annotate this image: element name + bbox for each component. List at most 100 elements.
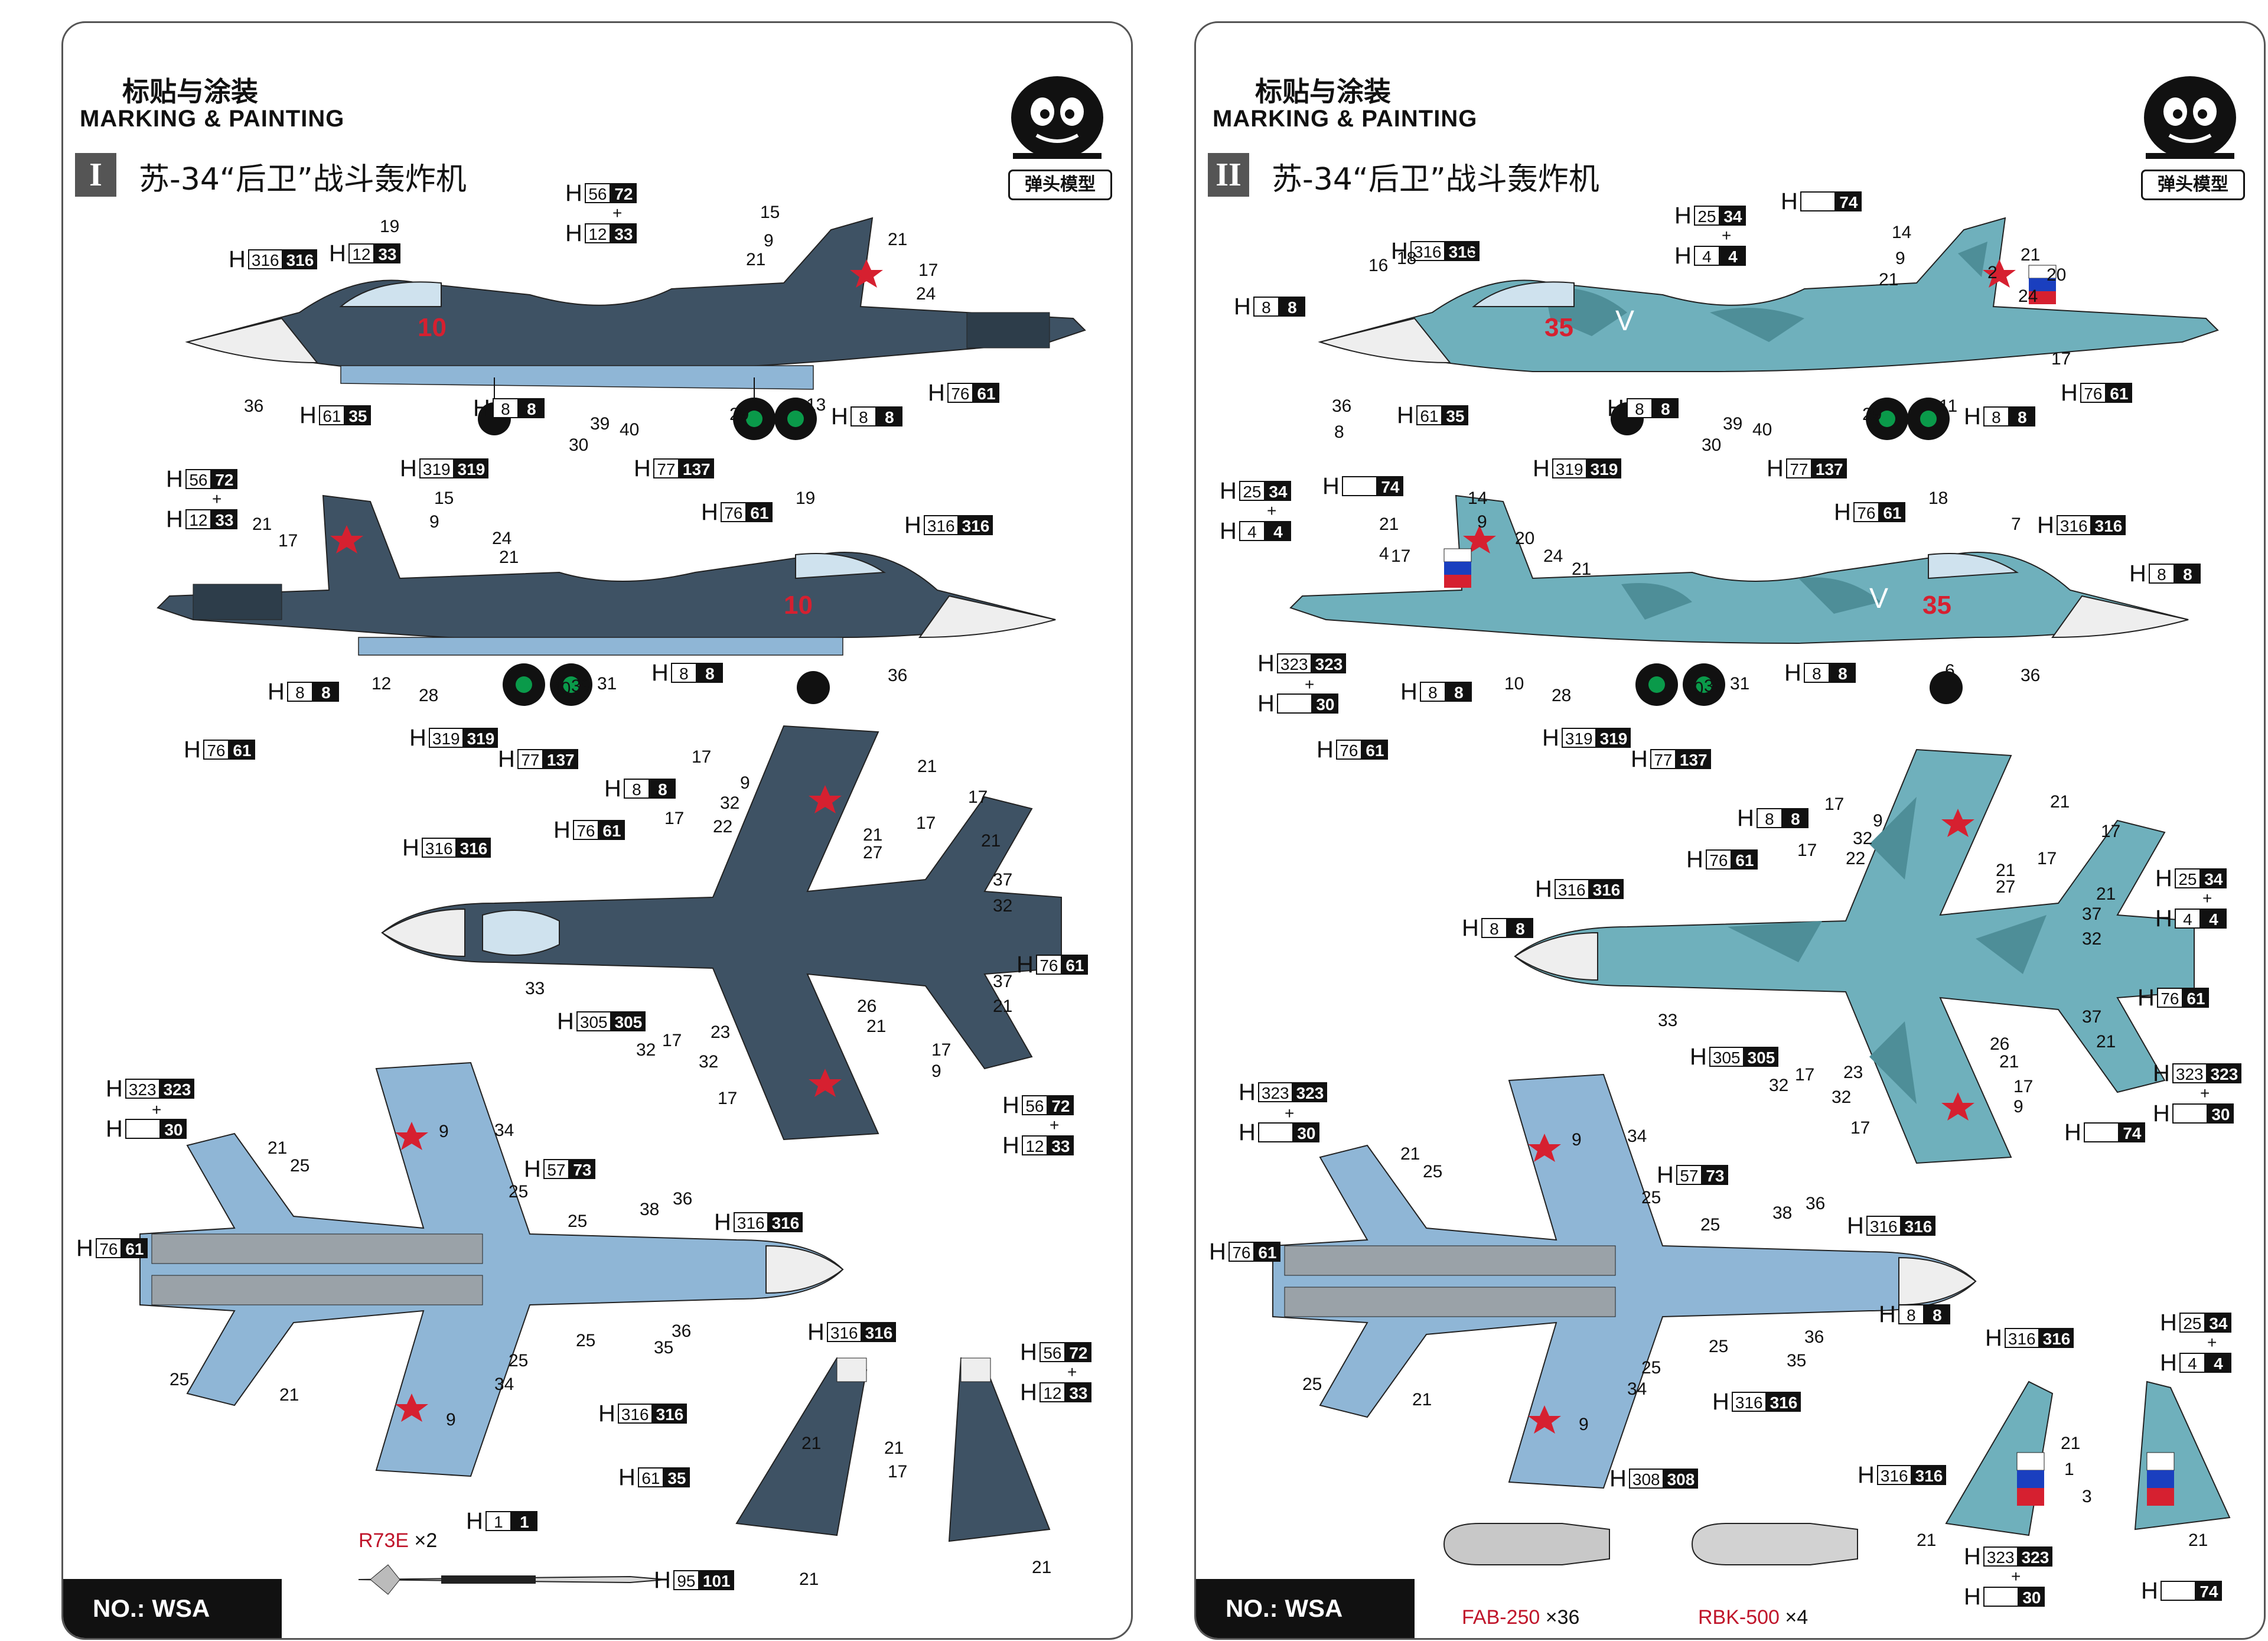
fab-250-bomb xyxy=(1443,1523,1610,1565)
svg-text:35: 35 xyxy=(1922,591,1951,620)
callout-36: 36 xyxy=(672,1321,692,1341)
callout-38: 38 xyxy=(1772,1203,1793,1223)
callout-33: 33 xyxy=(525,979,545,998)
scheme-number-badge: I xyxy=(75,153,116,197)
svg-text:35: 35 xyxy=(1544,313,1573,342)
callout-36: 36 xyxy=(1332,396,1352,416)
red-star-icon xyxy=(330,525,363,553)
callout-17: 17 xyxy=(931,1040,951,1060)
r73e-missile xyxy=(358,1564,666,1595)
callout-9: 9 xyxy=(1477,512,1487,532)
callout-17: 17 xyxy=(918,261,939,280)
callout-24: 24 xyxy=(916,284,936,304)
side-letter: V xyxy=(1615,305,1634,337)
russian-flag-icon xyxy=(2028,265,2057,304)
callout-21: 21 xyxy=(866,1017,887,1036)
callout-23: 23 xyxy=(711,1023,731,1042)
callout-9: 9 xyxy=(2013,1097,2023,1116)
callout-39: 39 xyxy=(571,676,591,696)
callout-12: 12 xyxy=(372,674,392,693)
callout-37: 37 xyxy=(993,870,1013,890)
red-star-icon xyxy=(1983,259,2016,288)
callout-11: 11 xyxy=(1939,396,1958,416)
callout-21: 21 xyxy=(884,1438,904,1458)
callout-9: 9 xyxy=(429,512,439,532)
callout-18: 18 xyxy=(1928,489,1948,508)
callout-25: 25 xyxy=(170,1370,190,1389)
callout-9: 9 xyxy=(1579,1415,1589,1434)
callout-13: 13 xyxy=(806,395,826,415)
callout-9: 9 xyxy=(764,231,774,250)
callout-4: 4 xyxy=(1379,544,1389,564)
callout-6: 6 xyxy=(1945,661,1955,681)
callout-17: 17 xyxy=(2051,349,2071,369)
callout-26: 26 xyxy=(1990,1034,2010,1054)
callout-32: 32 xyxy=(1769,1076,1789,1095)
callout-32: 32 xyxy=(1832,1088,1852,1107)
callout-21: 21 xyxy=(917,757,937,776)
callout-39: 39 xyxy=(590,414,610,434)
title-english: MARKING & PAINTING xyxy=(80,106,345,132)
callout-30: 30 xyxy=(1702,435,1722,455)
svg-text:10: 10 xyxy=(784,591,813,620)
callout-32: 32 xyxy=(2082,929,2102,949)
catalog-number: NO.: WSA 144014 xyxy=(1196,1579,1415,1638)
callout-17: 17 xyxy=(1850,1118,1871,1138)
callout-25: 25 xyxy=(1700,1215,1720,1235)
warhead-mascot-icon xyxy=(1011,76,1103,159)
callout-21: 21 xyxy=(2021,245,2041,265)
callout-36: 36 xyxy=(2021,666,2041,685)
brand-logo: 弹头模型 xyxy=(1001,58,1113,200)
callout-15: 15 xyxy=(760,203,780,222)
callout-10: 10 xyxy=(1504,674,1524,693)
marking-sheet-scheme-2: 标贴与涂装 MARKING & PAINTING II 苏-34“后卫”战斗轰炸… xyxy=(1194,21,2266,1640)
callout-32: 32 xyxy=(699,1052,719,1072)
callout-21: 21 xyxy=(2061,1434,2081,1453)
callout-31: 31 xyxy=(597,674,617,693)
callout-24: 24 xyxy=(492,529,512,548)
callout-9: 9 xyxy=(1572,1130,1582,1150)
callout-16: 16 xyxy=(1368,256,1389,275)
callout-20: 20 xyxy=(2047,265,2067,285)
callout-40: 40 xyxy=(1684,679,1704,698)
callout-17: 17 xyxy=(2013,1077,2034,1096)
callout-17: 17 xyxy=(888,1462,908,1482)
callout-24: 24 xyxy=(1543,546,1563,566)
callout-17: 17 xyxy=(916,813,936,833)
callout-21: 21 xyxy=(993,997,1013,1016)
callout-21: 21 xyxy=(1572,559,1592,579)
callout-32: 32 xyxy=(720,793,740,813)
